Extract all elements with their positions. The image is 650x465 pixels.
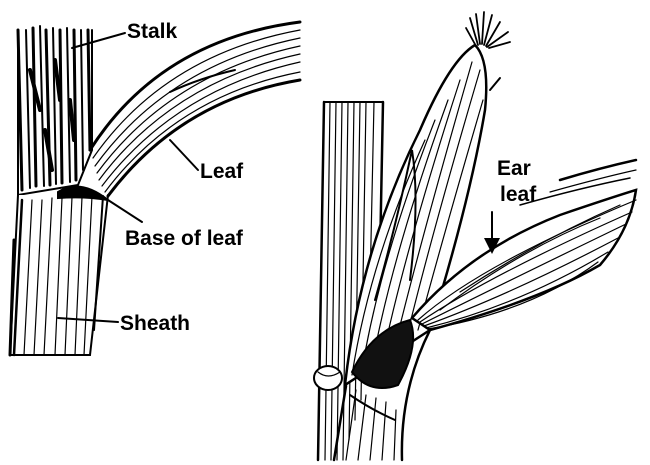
sheath-drawing: [10, 195, 108, 355]
stalk-label: Stalk: [127, 20, 178, 43]
stalk-drawing: [18, 26, 92, 195]
leaf-drawing: [90, 22, 300, 196]
base-of-leaf-label: Base of leaf: [125, 227, 244, 250]
ear-leaf-label: leaf: [500, 183, 537, 206]
ear-husk-drawing: [345, 45, 500, 385]
leaf-base-drawing: [58, 187, 108, 200]
left-figure: [10, 22, 300, 355]
sheath-label: Sheath: [120, 312, 190, 335]
leaf-label: Leaf: [200, 160, 244, 183]
leaf-leader-line: [170, 140, 198, 170]
base-of-leaf-leader-line: [108, 200, 142, 222]
silk-drawing: [466, 12, 510, 48]
right-figure: [314, 12, 636, 460]
ear-label: Ear: [497, 157, 531, 180]
